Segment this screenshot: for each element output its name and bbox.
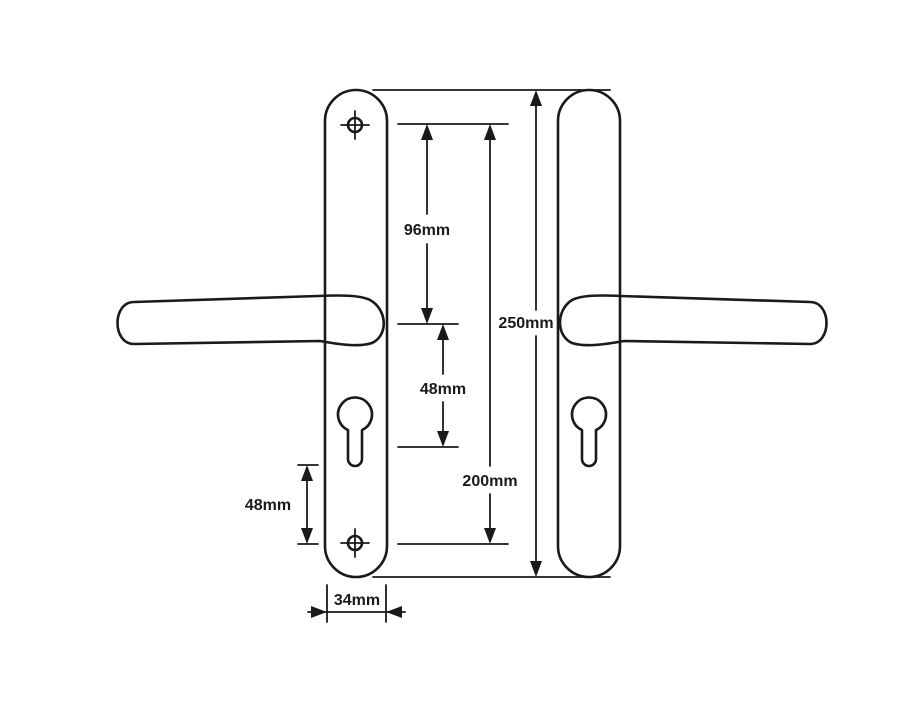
right-backplate [556,88,622,579]
label-250mm: 250mm [498,315,553,332]
label-48mm-lower: 48mm [245,497,291,514]
top-screw-hole-icon [340,110,370,140]
left-keyhole-icon [336,396,374,468]
left-plate-outline [323,88,389,579]
bottom-screw-hole-icon [340,528,370,558]
dimension-48mm-upper [437,324,449,447]
right-keyhole-icon [570,396,608,468]
right-lever-handle [558,294,828,347]
dimension-96mm [421,124,433,324]
left-lever-handle [116,294,385,347]
right-plate-outline [556,88,622,579]
label-96mm: 96mm [404,222,450,239]
label-200mm: 200mm [462,473,517,490]
extension-lines [297,89,611,623]
dimension-48mm-lower [301,465,313,544]
dimension-34mm [307,606,406,618]
left-backplate [323,88,389,579]
dimension-250mm [530,90,542,577]
dimension-200mm [484,124,496,544]
label-34mm: 34mm [334,592,380,609]
label-48mm-upper: 48mm [420,381,466,398]
